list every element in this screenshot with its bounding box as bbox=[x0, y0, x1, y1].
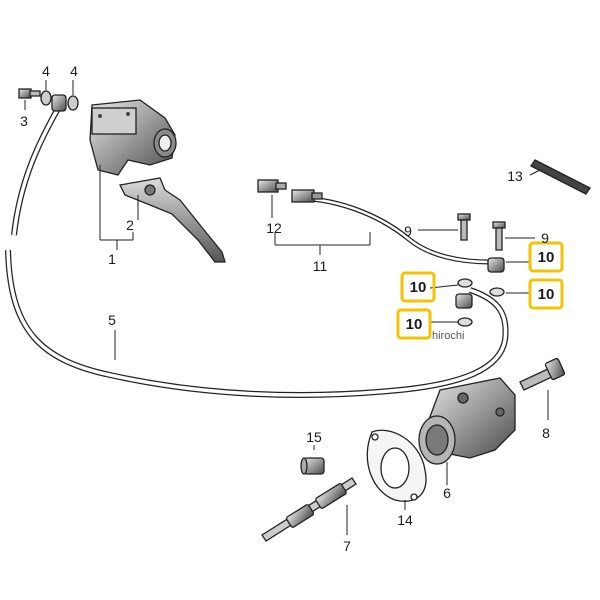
callout-6: 6 bbox=[443, 485, 451, 501]
callout-10d: 10 bbox=[538, 286, 555, 303]
callout-7: 7 bbox=[343, 538, 351, 554]
callout-14: 14 bbox=[397, 512, 413, 528]
washer-10a bbox=[457, 278, 473, 288]
callout-4a: 4 bbox=[42, 63, 50, 79]
callout-12: 12 bbox=[266, 220, 282, 236]
callout-10c: 10 bbox=[538, 249, 555, 266]
bolt-9a bbox=[457, 213, 471, 241]
callout-11: 11 bbox=[313, 258, 328, 274]
hose-5-lower-inner bbox=[6, 249, 508, 397]
clutch-lever-2 bbox=[119, 177, 226, 263]
washer-4a bbox=[40, 90, 52, 106]
washer-10c bbox=[489, 287, 505, 297]
fitting-12 bbox=[257, 179, 287, 193]
gasket-14 bbox=[366, 429, 427, 502]
push-rod-7 bbox=[261, 477, 357, 542]
highlight-boxes bbox=[396, 241, 564, 340]
master-cylinder-1 bbox=[89, 99, 177, 176]
callout-4b: 4 bbox=[70, 63, 78, 79]
bolt-9b bbox=[492, 221, 506, 251]
callout-13: 13 bbox=[507, 168, 523, 184]
callout-9b: 9 bbox=[541, 230, 549, 246]
slave-cylinder-6 bbox=[418, 377, 516, 465]
callout-10a: 10 bbox=[410, 279, 427, 296]
callout-8: 8 bbox=[542, 425, 550, 441]
callout-5: 5 bbox=[108, 312, 116, 328]
watermark: hirochi bbox=[432, 330, 464, 342]
callout-10b: 10 bbox=[406, 316, 423, 333]
callout-1: 1 bbox=[108, 251, 116, 267]
sleeve-15 bbox=[300, 457, 325, 475]
callout-15: 15 bbox=[306, 429, 322, 445]
grommet-10 bbox=[455, 293, 473, 309]
hose-5-inner bbox=[12, 104, 62, 236]
line-11-inner bbox=[299, 196, 491, 264]
fitting-11 bbox=[291, 189, 323, 203]
callout-2: 2 bbox=[126, 217, 134, 233]
bolt-8 bbox=[519, 357, 566, 391]
callout-3: 3 bbox=[20, 113, 28, 129]
banjo-fitting bbox=[51, 94, 67, 112]
washer-10b bbox=[457, 317, 473, 327]
callout-9a: 9 bbox=[404, 223, 412, 239]
leader-lines bbox=[24, 80, 549, 535]
banjo-bolt-3 bbox=[18, 88, 41, 99]
cable-tie-13 bbox=[530, 159, 591, 195]
washer-4b bbox=[67, 95, 79, 111]
grommet-10b bbox=[487, 257, 505, 273]
